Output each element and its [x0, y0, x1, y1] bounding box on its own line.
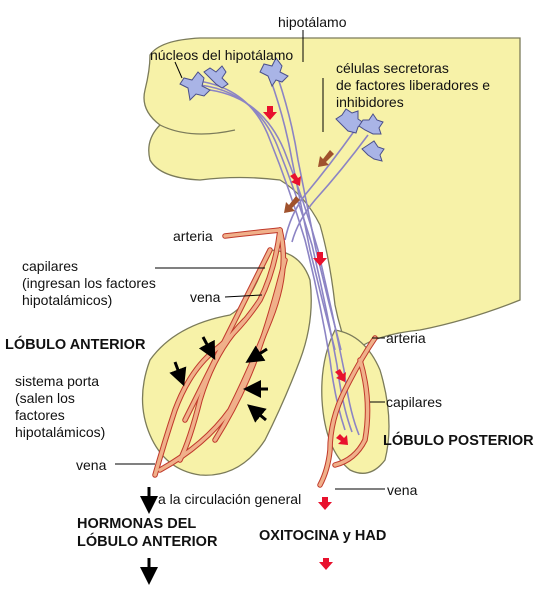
neuron-cell [179, 71, 211, 102]
label-lobulo-anterior: LÓBULO ANTERIOR [5, 337, 146, 353]
label-nucleos: núcleos del hipotálamo [150, 47, 294, 63]
label-celulas-2: de factores liberadores e [336, 77, 491, 93]
neuron-cell [361, 140, 385, 162]
red-arrow-icon [313, 252, 327, 266]
neuron-cell [259, 57, 289, 88]
label-celulas-1: células secretoras [336, 60, 449, 76]
label-hormonas-2: LÓBULO ANTERIOR [77, 534, 218, 550]
label-sistema-3: factores [15, 407, 65, 423]
brown-arrow-icon [318, 150, 334, 167]
brown-arrows [284, 150, 334, 213]
label-capilares-left-2: (ingresan los factores [22, 275, 156, 291]
label-vena-right: vena [387, 482, 418, 498]
label-oxitocina: OXITOCINA y HAD [259, 528, 387, 544]
label-vena-upper: vena [190, 289, 221, 305]
brown-arrow-icon [284, 196, 300, 213]
hypothalamus-fold [159, 124, 236, 135]
red-arrow-icon [336, 434, 348, 445]
black-arrow-icon [247, 404, 267, 423]
label-circulacion: a la circulación general [158, 491, 302, 507]
leader-lines [115, 30, 385, 490]
label-sistema-4: hipotalámicos) [15, 424, 106, 440]
label-lobulo-posterior: LÓBULO POSTERIOR [383, 433, 534, 449]
red-arrow-icon [318, 497, 332, 510]
red-arrow-icon [335, 369, 346, 382]
neuron-cell [335, 108, 365, 134]
black-arrow-icon [169, 361, 187, 387]
label-hipotalamo: hipotálamo [278, 14, 347, 30]
label-capilares-right: capilares [386, 394, 443, 410]
hypothalamus-tissue [143, 37, 521, 357]
label-celulas-3: inhibidores [336, 94, 404, 110]
black-arrows [140, 336, 268, 585]
label-capilares-left-3: hipotalámicos) [22, 292, 113, 308]
neuron-cell [358, 113, 384, 135]
red-arrow-icon [319, 558, 333, 570]
red-arrow-icon [263, 106, 277, 120]
red-arrows [263, 106, 348, 570]
black-arrow-icon [245, 345, 268, 363]
label-hormonas-1: HORMONAS DEL [77, 516, 197, 532]
label-sistema-1: sistema porta [15, 373, 100, 389]
label-vena-lower-left: vena [76, 457, 107, 473]
label-arteria-right: arteria [386, 330, 426, 346]
neurons [179, 57, 385, 162]
red-arrow-icon [290, 173, 301, 186]
label-arteria-left: arteria [173, 228, 213, 244]
black-arrow-icon [198, 336, 216, 360]
label-sistema-2: (salen los [15, 390, 75, 406]
label-capilares-left-1: capilares [22, 258, 79, 274]
neuron-cell [203, 65, 229, 89]
